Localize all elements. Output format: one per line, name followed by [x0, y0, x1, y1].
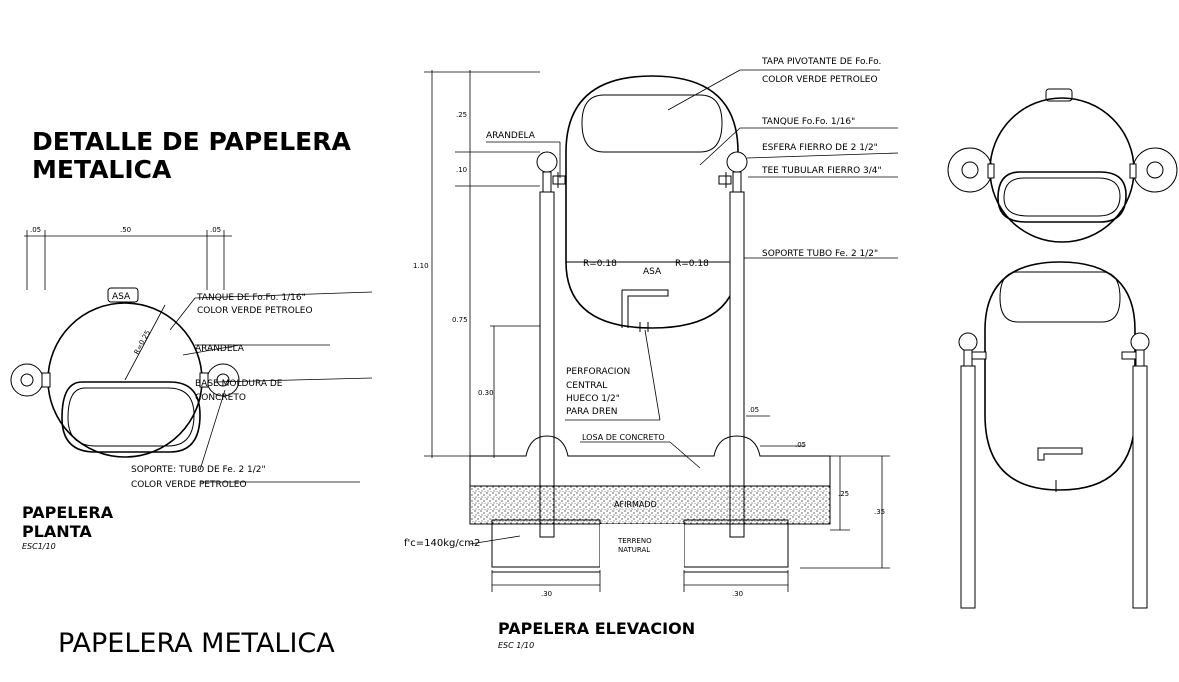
elev-right-dim-slab: .05	[795, 441, 806, 449]
plan-title-line2: PLANTA	[22, 522, 92, 541]
plan-dim-left: .05	[30, 226, 41, 234]
elev-dim-110: 1.10	[413, 262, 429, 270]
plan-note-soporte-2: COLOR VERDE PETROLEO	[131, 480, 247, 490]
plan-scale: ESC1/10	[22, 542, 56, 551]
elev-dim-075: 0.75	[452, 316, 468, 324]
elev-radius-right: R=0.18	[675, 259, 709, 269]
plan-dim-right: .05	[210, 226, 221, 234]
elev-dim-030: 0.30	[478, 389, 494, 397]
bottom-title: PAPELERA METALICA	[58, 628, 335, 659]
elev-note-fc: f'c=140kg/cm2	[404, 538, 480, 549]
elev-note-esfera: ESFERA FIERRO DE 2 1/2"	[762, 143, 878, 153]
plan-title-line1: PAPELERA	[22, 503, 114, 522]
elev-dim-10: .10	[456, 166, 467, 174]
main-title-line2: METALICA	[32, 155, 172, 184]
elev-right-dim-25: .25	[838, 490, 849, 498]
side-detail-top	[947, 88, 1178, 243]
elev-note-tapa-1: TAPA PIVOTANTE DE Fo.Fo.	[761, 57, 881, 67]
plan-note-base-2: CONCRETO	[195, 393, 246, 403]
elev-bottom-dim-left: .30	[541, 590, 552, 598]
elev-note-losa: LOSA DE CONCRETO	[582, 433, 665, 442]
elev-note-terreno-2: NATURAL	[618, 546, 650, 554]
elev-dim-25: .25	[456, 111, 467, 119]
elev-bottom-dim-right: .30	[732, 590, 743, 598]
elev-note-terreno-1: TERRENO	[617, 537, 652, 545]
elev-note-arandela: ARANDELA	[486, 131, 536, 141]
plan-view: .05 .50 .05 ASA R=0.25 TANQUE DE Fo.Fo. …	[10, 226, 373, 490]
elev-asa-label: ASA	[643, 267, 662, 277]
plan-asa-label: ASA	[112, 292, 131, 302]
elev-right-dim-35: .35	[874, 508, 885, 516]
plan-note-arandela: ARANDELA	[195, 344, 245, 354]
plan-note-soporte-1: SOPORTE: TUBO DE Fe. 2 1/2"	[131, 465, 266, 475]
elev-radius-left: R=0.18	[583, 259, 617, 269]
elev-note-perf-4: PARA DREN	[566, 407, 618, 417]
plan-note-base-1: BASE MOLDURA DE	[195, 379, 283, 389]
main-title-line1: DETALLE DE PAPELERA	[32, 127, 351, 156]
plan-note-tanque-2: COLOR VERDE PETROLEO	[197, 306, 313, 316]
plan-dim-middle: .50	[120, 226, 131, 234]
elevation-scale: ESC 1/10	[498, 641, 534, 650]
side-detail-bottom	[958, 261, 1150, 609]
plan-radius-label: R=0.25	[133, 329, 152, 356]
elev-note-perf-1: PERFORACION	[566, 367, 630, 377]
elevation-title: PAPELERA ELEVACION	[498, 619, 695, 638]
plan-note-tanque-1: TANQUE DE Fo.Fo. 1/16"	[196, 293, 306, 303]
elev-right-dim-top: .05	[748, 406, 759, 414]
elev-note-perf-3: HUECO 1/2"	[566, 394, 620, 404]
elevation-view: .25 .10 1.10 0.75 0.30 R=0.18 R=0.18 ASA	[404, 57, 899, 598]
elev-note-tapa-2: COLOR VERDE PETROLEO	[762, 75, 878, 85]
elev-note-soporte: SOPORTE TUBO Fe. 2 1/2"	[762, 249, 878, 259]
elev-note-perf-2: CENTRAL	[566, 381, 607, 391]
elev-note-afirmado: AFIRMADO	[614, 500, 657, 509]
elev-note-tee: TEE TUBULAR FIERRO 3/4"	[761, 166, 882, 176]
elev-note-tanque: TANQUE Fo.Fo. 1/16"	[761, 117, 855, 127]
